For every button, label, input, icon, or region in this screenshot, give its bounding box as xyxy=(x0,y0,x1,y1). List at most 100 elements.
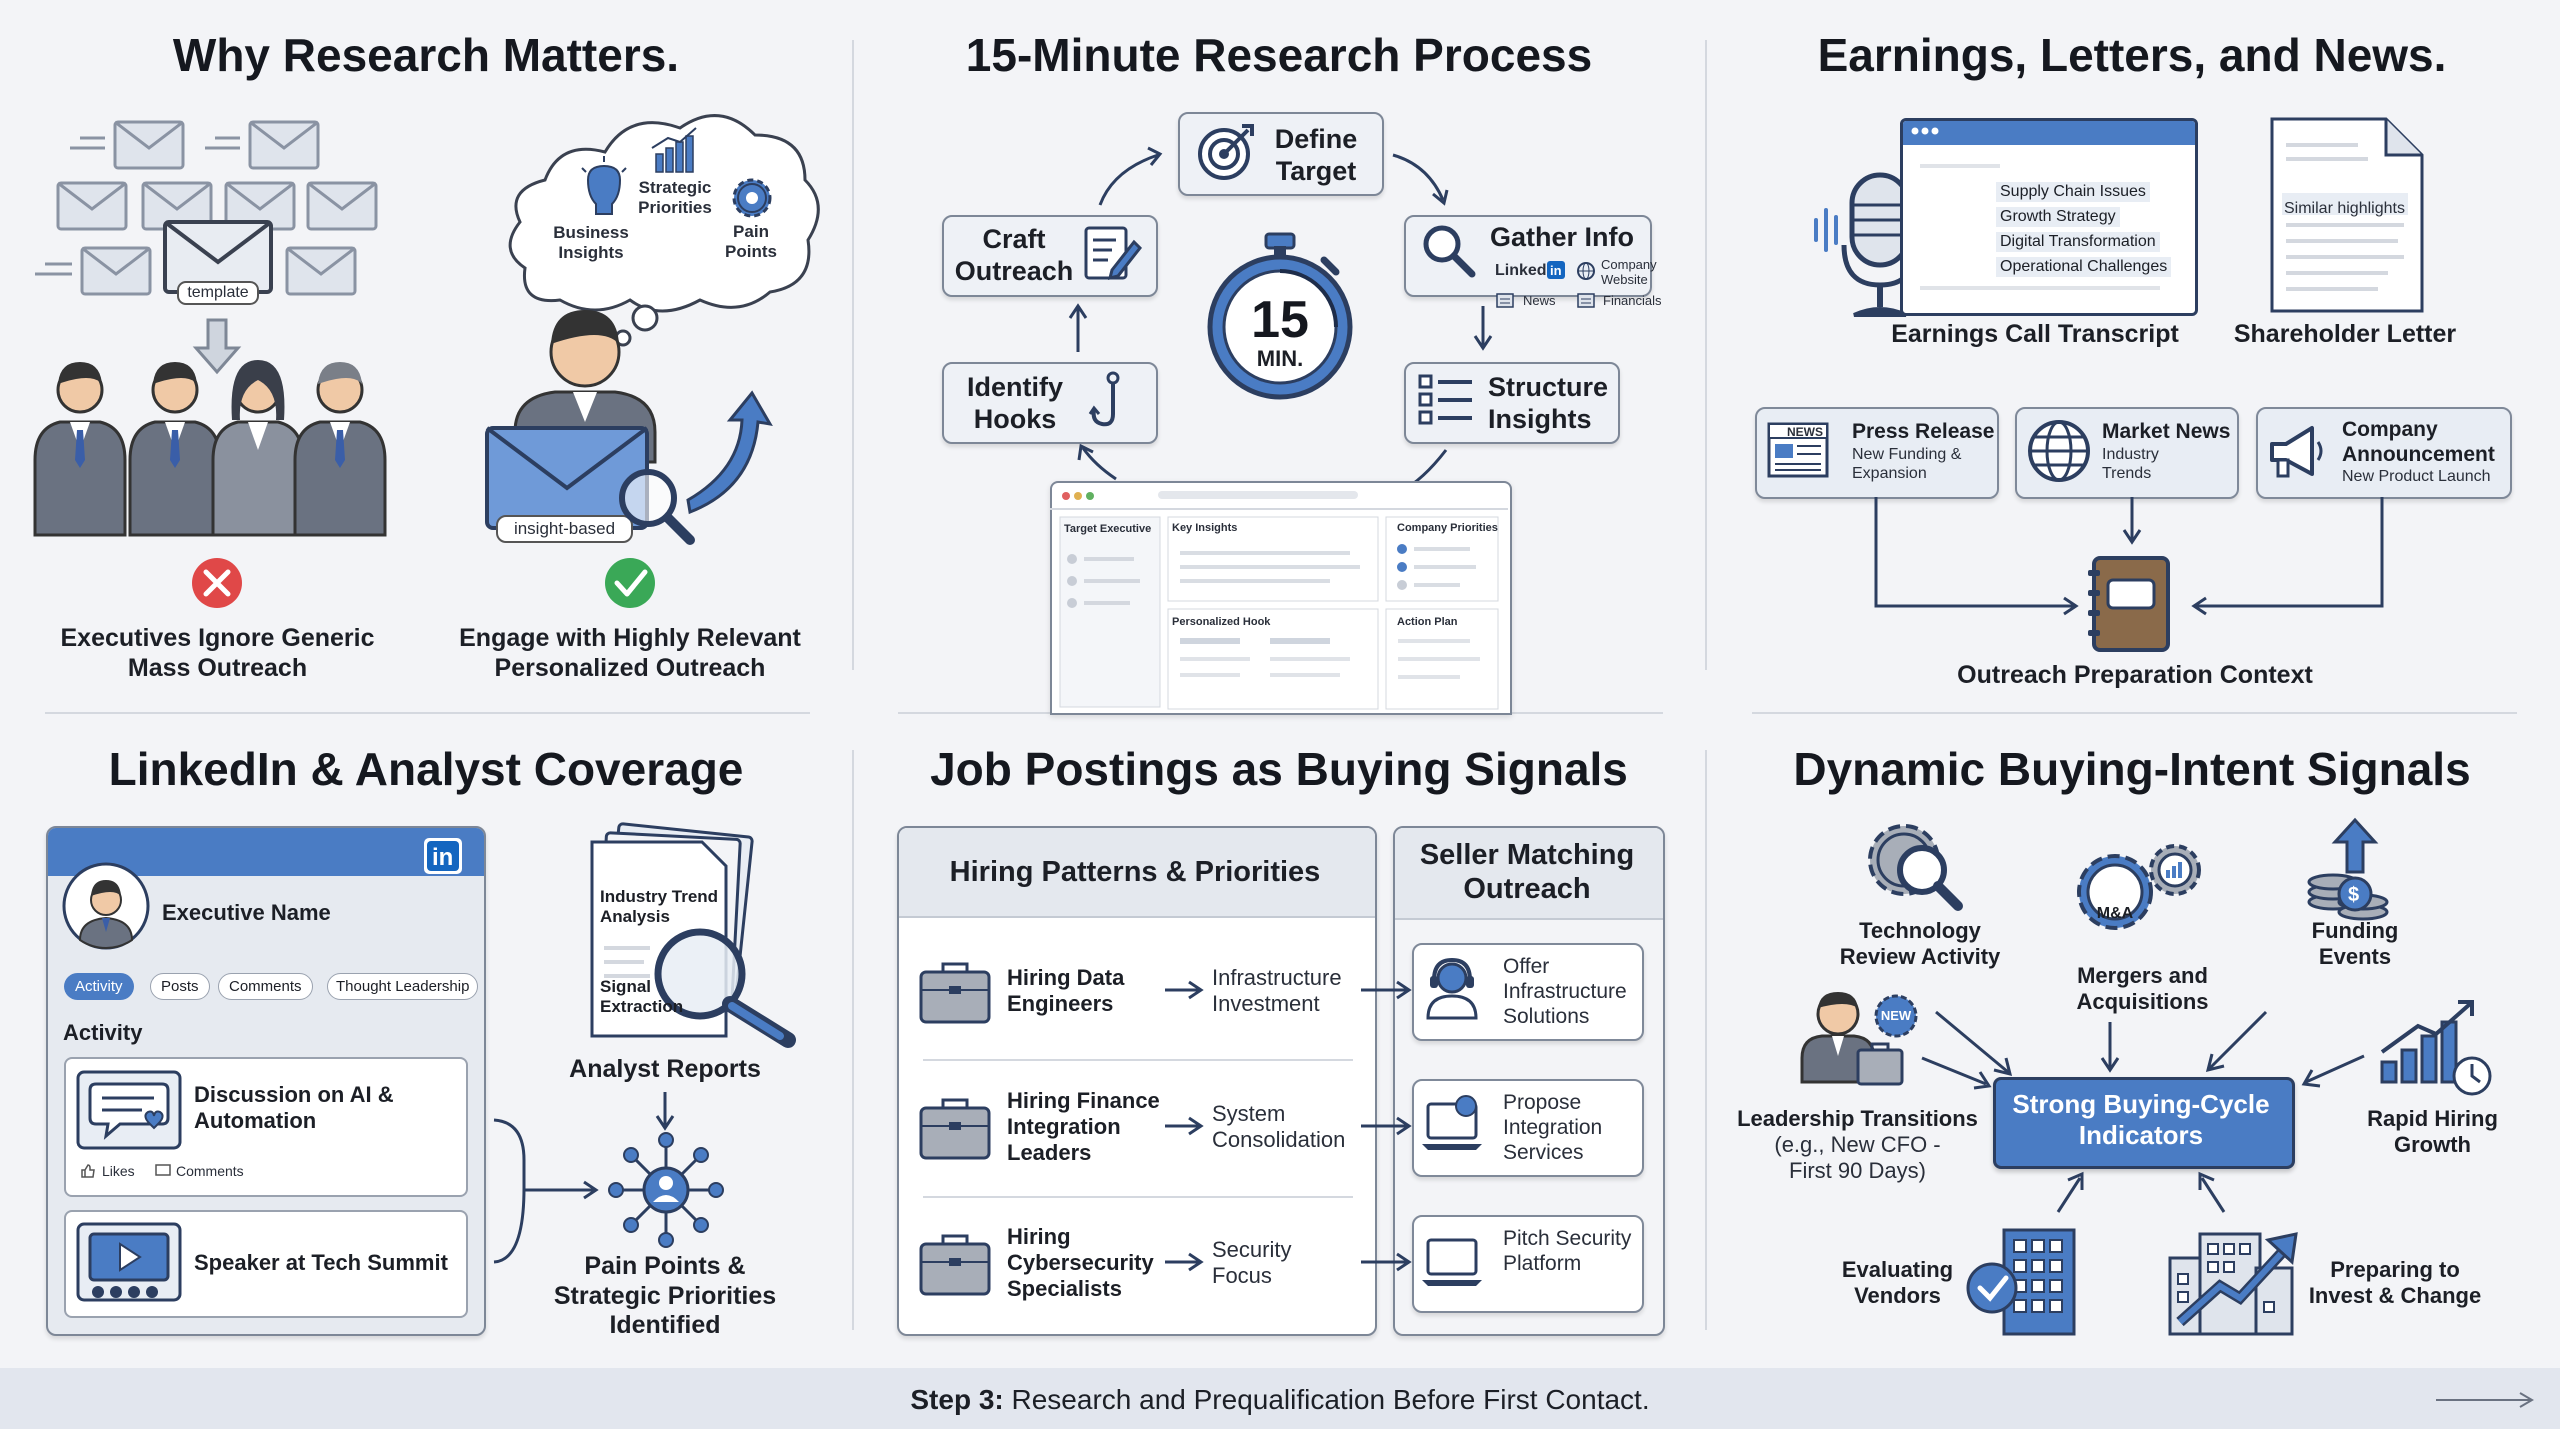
globe-icon xyxy=(1577,262,1595,280)
panel1-title: Why Research Matters. xyxy=(172,29,680,81)
tab-comments[interactable]: Comments xyxy=(218,973,313,1000)
rapid-hiring-icon xyxy=(2380,1000,2492,1096)
structure-insights-step xyxy=(1404,362,1620,444)
identify-hooks-label: Identify Hooks xyxy=(966,372,1063,434)
magnifier-icon xyxy=(1423,225,1476,278)
funding-label: Funding Events xyxy=(2311,918,2399,969)
context-caption: Outreach Preparation Context xyxy=(1957,661,2313,689)
template-tag: template xyxy=(187,284,249,301)
footer-step: Step 3: xyxy=(910,1384,1004,1415)
svg-text:$: $ xyxy=(2348,884,2359,906)
bubble-strategic-priorities: Strategic Priorities xyxy=(638,178,712,218)
network-icon xyxy=(608,1132,724,1248)
panel5-title: Job Postings as Buying Signals xyxy=(930,743,1628,795)
newspaper-icon xyxy=(1767,422,1829,478)
post-summit-title: Speaker at Tech Summit xyxy=(194,1250,448,1275)
thought-cloud-icon xyxy=(508,114,820,347)
panel4-title: LinkedIn & Analyst Coverage xyxy=(108,743,744,795)
market-news-title: Market News xyxy=(2102,420,2231,443)
seller-matching-header: Seller Matching Outreach xyxy=(1419,839,1635,906)
tech-review-label: Technology Review Activity xyxy=(1839,918,2001,969)
stopwatch-icon xyxy=(1207,232,1353,400)
earnings-caption: Earnings Call Transcript xyxy=(1891,320,2179,348)
financials-icon xyxy=(1577,293,1595,308)
offer-3-text: Pitch Security Platform xyxy=(1503,1227,1632,1275)
hook-icon xyxy=(1088,371,1120,427)
divider-5 xyxy=(1752,712,2517,714)
good-outreach-caption: Engage with Highly Relevant Personalized… xyxy=(459,624,801,682)
job-row-3-hire: Hiring Cybersecurity Specialists xyxy=(1007,1224,1154,1301)
divider-6 xyxy=(852,750,854,1330)
mna-label: Mergers and Acquisitions xyxy=(2076,963,2209,1014)
craft-outreach-label: Craft Outreach xyxy=(954,224,1074,286)
edit-document-icon xyxy=(1084,226,1143,281)
identify-hooks-step xyxy=(942,362,1158,444)
activity-heading: Activity xyxy=(63,1020,143,1045)
news-icon xyxy=(1496,293,1514,308)
analyst-report-icon xyxy=(590,822,796,1048)
vendors-label: Evaluating Vendors xyxy=(1841,1257,1954,1308)
mna-icon xyxy=(2077,844,2201,930)
shareholder-letter-icon xyxy=(2270,117,2424,313)
transcript-item-3: Digital Transformation xyxy=(1996,232,2160,252)
similar-highlights: Similar highlights xyxy=(2284,200,2405,217)
tab-activity[interactable]: Activity xyxy=(64,973,134,1000)
timer-unit: MIN. xyxy=(1256,346,1304,371)
company-announcement-sub: New Product Launch xyxy=(2342,468,2491,485)
mna-icon-label: M&A xyxy=(2096,905,2134,922)
hiring-patterns-header: Hiring Patterns & Priorities xyxy=(949,856,1321,888)
tab-thought-leadership[interactable]: Thought Leadership xyxy=(327,973,479,1000)
linkedin-source: Linked xyxy=(1495,262,1547,279)
doc-target-executive: Target Executive xyxy=(1064,523,1152,535)
panel3-title: Earnings, Letters, and News. xyxy=(1817,29,2447,81)
job-row-1-hire: Hiring Data Engineers xyxy=(1007,965,1125,1016)
post-ai-likes: Likes xyxy=(102,1163,135,1179)
press-release-title: Press Release xyxy=(1852,420,1995,443)
transcript-lines xyxy=(1920,164,2160,290)
funding-icon: $ xyxy=(2307,817,2389,921)
buying-cycle-center xyxy=(1993,1077,2295,1169)
transcript-item-4: Operational Challenges xyxy=(1996,257,2172,277)
tab-posts[interactable]: Posts xyxy=(150,973,210,1000)
report-title: Industry Trend Analysis xyxy=(600,887,719,927)
chat-bubble-icon xyxy=(76,1070,182,1150)
footer-caption: Step 3: Research and Prequalification Be… xyxy=(0,1384,2560,1416)
gather-info-label: Gather Info xyxy=(1490,222,1635,252)
analyst-caption: Analyst Reports xyxy=(569,1055,761,1083)
financials-source: Financials xyxy=(1603,293,1662,308)
support-agent-icon xyxy=(1426,957,1478,1020)
personalized-outreach-icon xyxy=(485,310,773,608)
svg-text:in: in xyxy=(1550,263,1562,278)
transcript-item-2: Growth Strategy xyxy=(1996,207,2120,227)
envelope-cluster-icon xyxy=(35,120,378,375)
divider-2 xyxy=(1705,40,1707,670)
structure-insights-label: Structure Insights xyxy=(1488,372,1609,434)
offer-1-text: Offer Infrastructure Solutions xyxy=(1503,955,1627,1028)
panel2-title: 15-Minute Research Process xyxy=(965,29,1593,81)
doc-action-plan: Action Plan xyxy=(1397,616,1458,628)
target-icon xyxy=(1198,124,1254,180)
list-icon xyxy=(1418,374,1472,425)
tech-review-icon xyxy=(1868,824,1963,911)
job-rows-graphics xyxy=(919,962,1412,1296)
leadership-icon xyxy=(1800,992,1918,1086)
market-news-sub: Industry Trends xyxy=(2102,446,2159,482)
bad-outreach-caption: Executives Ignore Generic Mass Outreach xyxy=(60,624,375,682)
pain-points-caption: Pain Points & Strategic Priorities Ident… xyxy=(553,1252,777,1339)
bubble-business-insights: Business Insights xyxy=(553,223,629,263)
shareholder-caption: Shareholder Letter xyxy=(2233,320,2457,348)
news-source: News xyxy=(1523,293,1556,308)
globe-large-icon xyxy=(2028,420,2090,482)
divider-3 xyxy=(45,712,810,714)
newspaper-icon-label: NEWS xyxy=(1787,425,1823,439)
timer-number: 15 xyxy=(1251,291,1309,349)
laptop-integration-icon xyxy=(1422,1095,1482,1150)
next-arrow-icon[interactable] xyxy=(2436,1390,2536,1410)
report-signal: Signal Extraction xyxy=(600,977,684,1017)
like-icon xyxy=(81,1164,95,1178)
insight-based-tag: insight-based xyxy=(513,519,616,538)
invest-icon xyxy=(2168,1232,2298,1336)
offer-2-text: Propose Integration Services xyxy=(1503,1091,1603,1164)
vendors-icon xyxy=(1966,1228,2076,1336)
transcript-window-dots xyxy=(1911,127,1939,135)
